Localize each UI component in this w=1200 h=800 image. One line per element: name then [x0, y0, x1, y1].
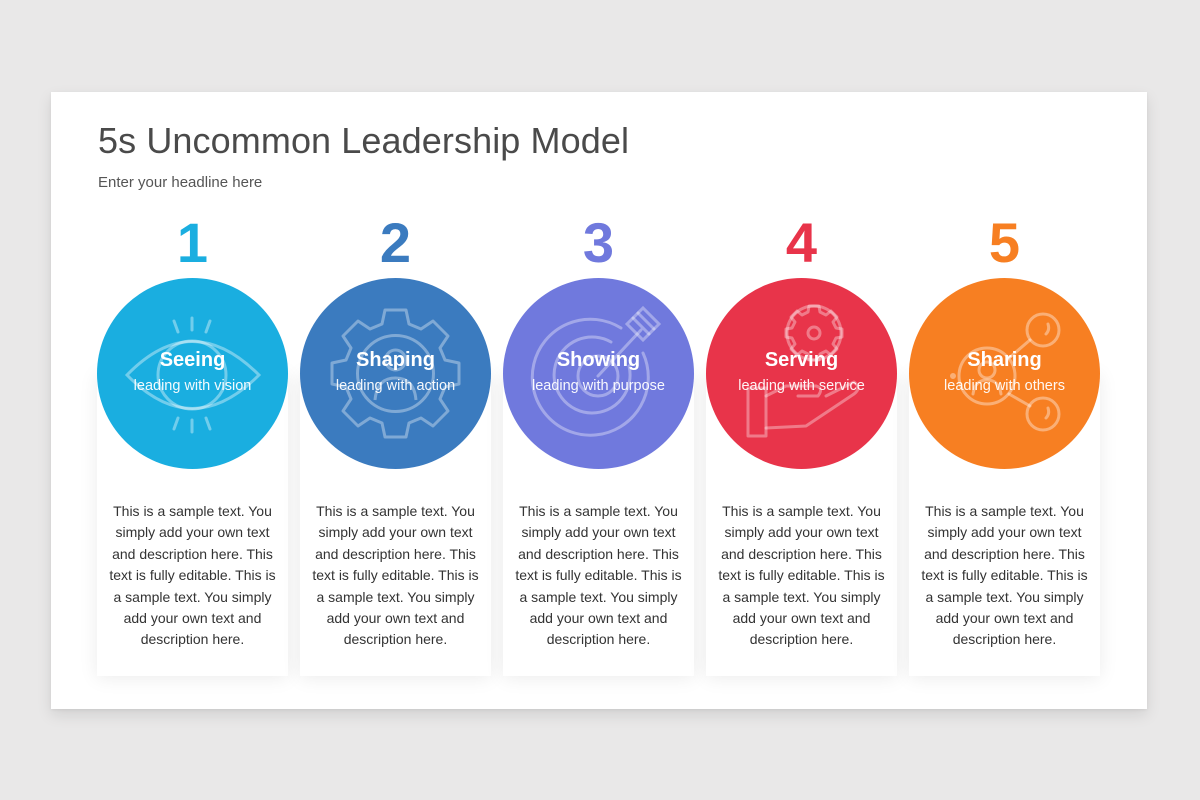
- slide: 5s Uncommon Leadership Model Enter your …: [51, 92, 1147, 709]
- step-tagline: leading with service: [738, 378, 865, 394]
- step-circle: Serving leading with service: [706, 278, 897, 469]
- step-number: 5: [988, 211, 1021, 274]
- step-description: This is a sample text. You simply add yo…: [312, 503, 479, 648]
- step-number: 1: [176, 211, 209, 274]
- step-tagline: leading with vision: [133, 378, 252, 394]
- step-number: 4: [785, 211, 818, 274]
- step-label: Sharing: [967, 349, 1042, 371]
- step-number: 3: [582, 211, 615, 274]
- hand-gear-icon: [746, 304, 860, 438]
- step-description: This is a sample text. You simply add yo…: [109, 503, 276, 648]
- share-network-icon: [950, 312, 1061, 432]
- step-circle: Seeing leading with vision: [97, 278, 288, 469]
- step-circle: Shaping leading with action: [300, 278, 491, 469]
- step-label: Showing: [556, 349, 641, 371]
- step-number: 2: [379, 211, 412, 274]
- step-tagline: leading with action: [335, 378, 456, 394]
- gear-person-icon: [330, 308, 461, 439]
- target-arrow-icon: [530, 305, 662, 437]
- step-1: 1 Seeing leading with vision This is a s…: [97, 92, 288, 709]
- step-description: This is a sample text. You simply add yo…: [921, 503, 1088, 648]
- step-tagline: leading with others: [944, 378, 1065, 394]
- eye-icon: [124, 316, 262, 434]
- step-circle: Showing leading with purpose: [503, 278, 694, 469]
- step-label: Serving: [764, 349, 839, 371]
- step-4: 4 Serving leading with service This is a…: [706, 92, 897, 709]
- step-description: This is a sample text. You simply add yo…: [718, 503, 885, 648]
- step-3: 3 Showing leading with purpose This is a…: [503, 92, 694, 709]
- step-label: Seeing: [159, 349, 226, 371]
- step-label: Shaping: [356, 349, 435, 371]
- step-circle: Sharing leading with others: [909, 278, 1100, 469]
- slide-subtitle: Enter your headline here: [98, 174, 263, 191]
- step-description: This is a sample text. You simply add yo…: [515, 503, 682, 648]
- step-2: 2 Shaping leading with action This is a …: [300, 92, 491, 709]
- step-tagline: leading with purpose: [531, 378, 665, 394]
- slide-title: 5s Uncommon Leadership Model: [98, 120, 630, 161]
- step-5: 5 Sharing leading with others This is a …: [909, 92, 1100, 709]
